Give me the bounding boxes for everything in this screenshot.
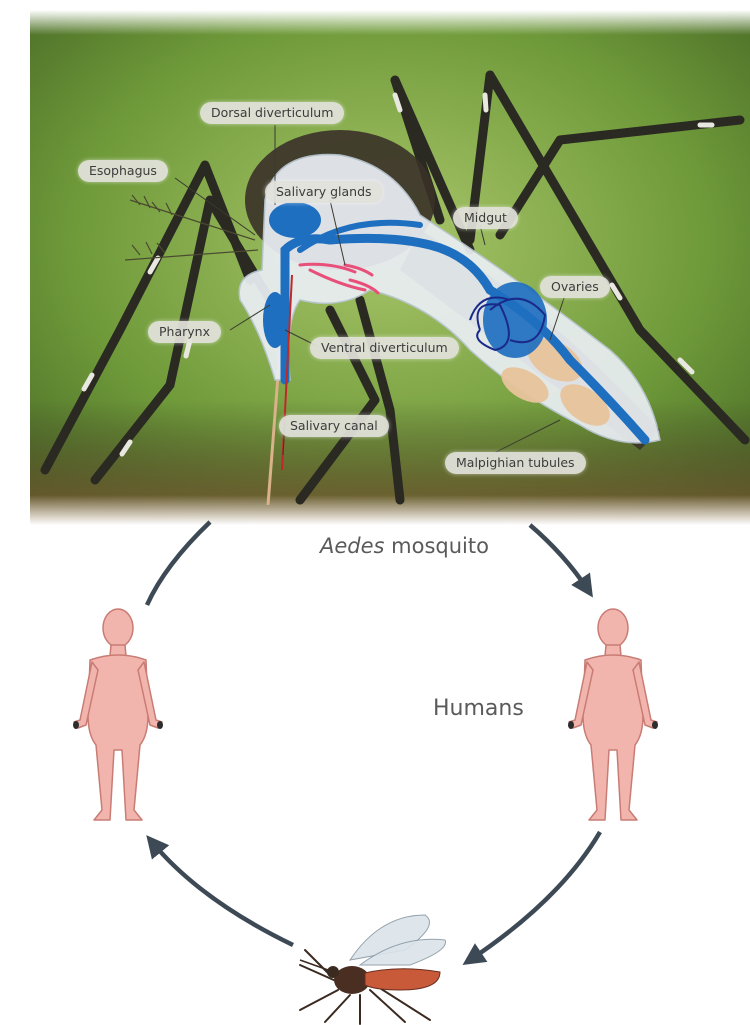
label-ventral-diverticulum: Ventral diverticulum [310,337,459,359]
label-salivary-canal: Salivary canal [279,415,389,437]
humans-label: Humans [433,696,524,721]
ventral-diverticulum-shape [263,292,287,348]
human-figure-right [568,609,658,820]
human-figure-left [73,609,163,820]
label-dorsal-diverticulum: Dorsal diverticulum [200,102,344,124]
mosquito-photo [30,10,750,525]
label-midgut: Midgut [453,207,518,229]
label-malpighian-tubules: Malpighian tubules [445,452,586,474]
cycle-arc-left-top [147,522,210,605]
cycle-arrow-to-mosquito [470,832,600,960]
mosquito-illustration [300,915,446,1024]
cycle-title-rest: mosquito [384,534,488,558]
label-esophagus: Esophagus [78,160,168,182]
cycle-title: Aedes mosquito [320,534,489,558]
label-ovaries: Ovaries [540,276,610,298]
cycle-arrow-to-human-left [152,842,293,945]
cycle-title-genus: Aedes [320,534,384,558]
label-pharynx: Pharynx [148,321,221,343]
cycle-arrow-to-human-right [530,525,588,590]
label-salivary-glands: Salivary glands [265,181,383,203]
dorsal-diverticulum-shape [269,202,321,238]
transmission-cycle [147,522,600,960]
midgut-shape [483,282,547,358]
